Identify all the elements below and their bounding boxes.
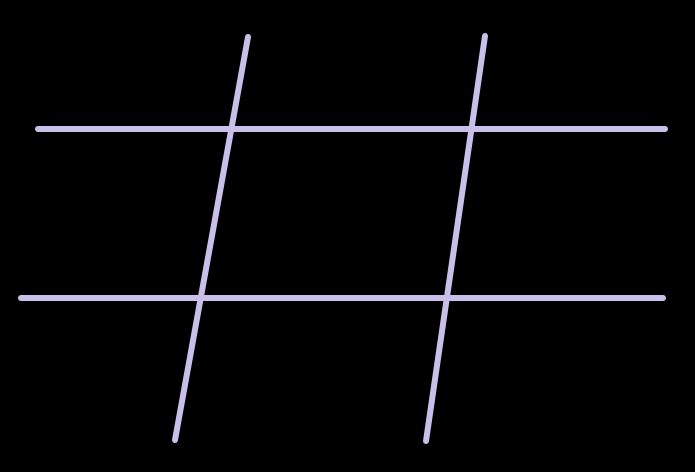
left-slanted-line (172, 34, 251, 443)
right-slanted-line (423, 33, 488, 444)
